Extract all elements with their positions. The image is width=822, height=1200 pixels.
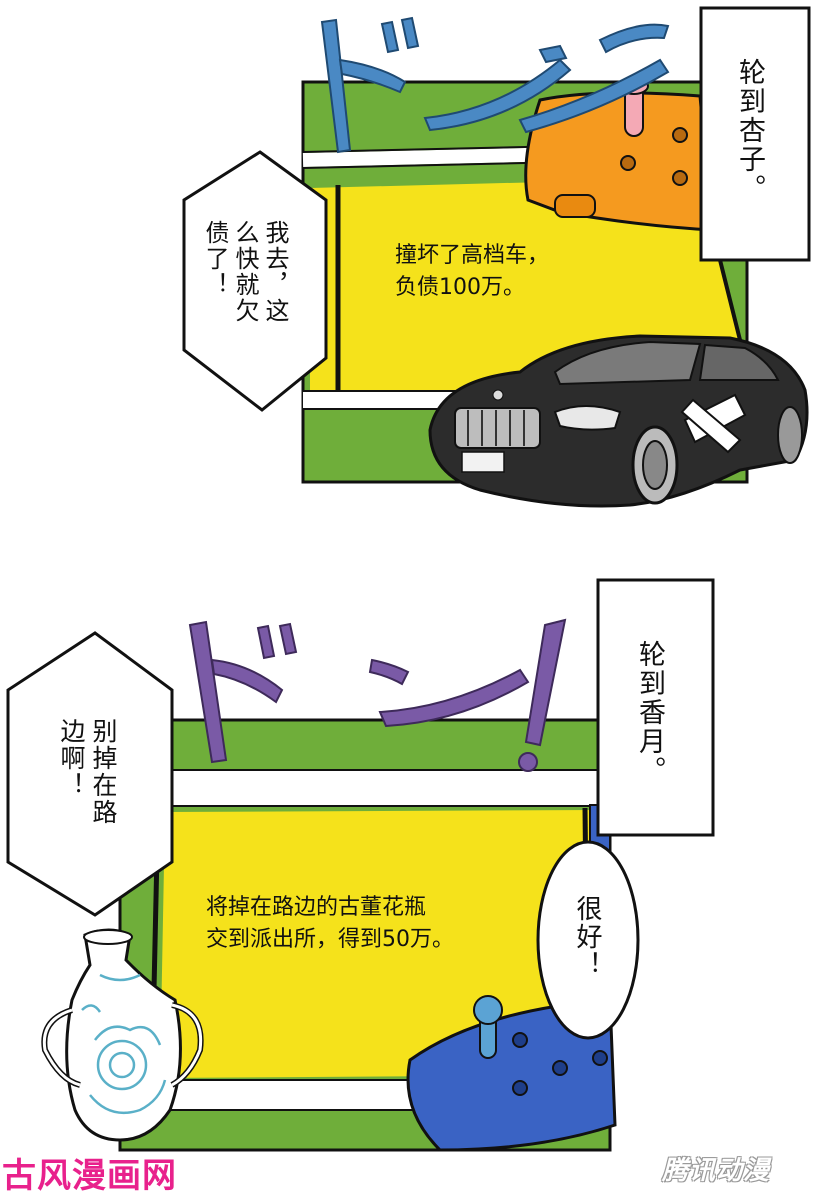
site-watermark-left: 古风漫画网: [2, 1156, 177, 1196]
blue-game-piece: [406, 995, 617, 1152]
sfx-don-purple: [188, 618, 567, 772]
caption-box-2-bg: [596, 578, 715, 837]
speech-bubble-2-text: 别掉在路边啊！: [57, 718, 118, 826]
caption-box-1-bg: [699, 6, 811, 262]
speech-bubble-2-bg: [6, 631, 174, 917]
panel-1-artwork: [182, 6, 811, 508]
speech-bubble-1-text: 我去，这么快就欠债了！: [201, 220, 289, 324]
antique-vase: [41, 928, 204, 1142]
caption-2-text: 轮到香月。: [634, 640, 665, 785]
board-event-1-text: 撞坏了高档车， 负债100万。: [395, 243, 550, 300]
sfx-don-blue: [320, 16, 670, 154]
reply-bubble-text: 很好！: [572, 895, 602, 979]
orange-game-piece: [524, 77, 714, 232]
site-watermark-right: 腾讯动漫: [662, 1156, 771, 1186]
board-event-2-text: 将掉在路边的古董花瓶 交到派出所，得到50万。: [206, 895, 454, 952]
caption-1-text: 轮到杏子。: [734, 58, 765, 203]
reply-bubble-bg: [536, 840, 640, 1040]
black-luxury-car: [428, 334, 809, 508]
speech-bubble-1-bg: [182, 150, 328, 412]
